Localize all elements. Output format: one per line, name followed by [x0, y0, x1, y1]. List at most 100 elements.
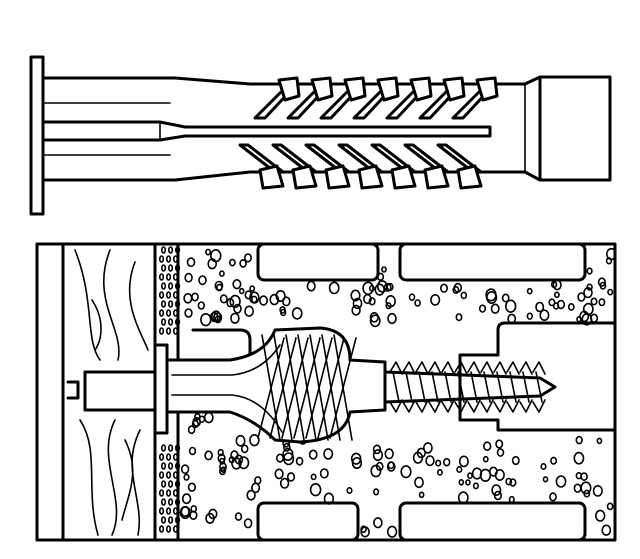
plaster-dot — [167, 300, 174, 308]
plaster-dot — [174, 516, 181, 524]
plaster-dot — [167, 282, 174, 290]
aggregate-dot — [376, 280, 388, 293]
wooden-batten — [61, 242, 149, 542]
aggregate-dot — [351, 456, 363, 469]
aggregate-dot — [352, 297, 363, 310]
aggregate-dot — [200, 313, 212, 327]
plaster-dot — [167, 498, 174, 506]
plaster-dot — [174, 480, 181, 488]
plug-lower-teeth — [238, 143, 483, 190]
aggregate-dot — [203, 411, 214, 424]
aggregate-dot — [219, 294, 228, 304]
aggregate-dot — [249, 285, 256, 292]
screw-thread — [389, 361, 546, 413]
thread-tooth — [519, 361, 533, 413]
plaster-dot — [158, 453, 165, 461]
aggregate-dot — [596, 437, 603, 445]
plaster-dot — [160, 318, 167, 326]
aggregate-dot — [258, 295, 268, 306]
aggregate-dot — [435, 459, 442, 467]
thread-tooth — [402, 361, 416, 413]
thread-tooth — [389, 361, 403, 413]
aggregate-dot — [220, 466, 227, 474]
plaster-dot — [174, 300, 181, 308]
plaster-dot — [167, 480, 174, 488]
plaster-dot — [167, 516, 174, 524]
plaster-dot — [158, 525, 165, 533]
aggregate-dot — [605, 247, 617, 261]
aggregate-dot — [594, 509, 606, 522]
plaster-dot — [174, 282, 181, 290]
aggregate-dot — [280, 308, 287, 317]
aggregate-dot — [229, 294, 241, 309]
aggregate-dot — [478, 304, 487, 313]
plaster-dot — [165, 489, 172, 497]
aggregate-dot — [309, 483, 322, 497]
plug-tooth-lower — [370, 143, 417, 174]
plaster-dot — [158, 255, 165, 263]
thread-tooth — [480, 361, 494, 413]
aggregate-dot — [323, 492, 335, 505]
aggregate-dot — [577, 292, 586, 302]
plug-barb-upper — [277, 76, 301, 102]
aggregate-dot — [191, 292, 199, 302]
aggregate-dot — [590, 313, 599, 323]
plug-body-outline — [41, 75, 612, 182]
aggregate-dot — [490, 303, 500, 314]
aggregate-dot — [552, 279, 562, 291]
aggregate-dot — [369, 314, 381, 328]
aggregate-dot — [350, 452, 362, 465]
aggregate-dot — [526, 312, 533, 320]
aggregate-dot — [554, 291, 560, 299]
aggregate-dot — [188, 446, 197, 456]
aggregate-dot — [218, 270, 225, 277]
aggregate-dot — [607, 288, 614, 296]
aggregate-dot — [295, 456, 304, 466]
aggregate-dot — [590, 297, 598, 306]
aggregate-dot — [310, 473, 317, 481]
aggregate-dot — [586, 283, 593, 291]
plaster-dot — [165, 291, 172, 299]
plaster-dot — [165, 507, 172, 515]
installed-plug-teeth — [257, 334, 357, 441]
aggregate-dot — [204, 450, 213, 461]
plug-barb-upper — [409, 76, 433, 102]
plug-barb-upper — [343, 76, 367, 102]
aggregate-dot — [386, 525, 398, 538]
aggregate-dot — [217, 453, 226, 464]
aggregate-dot — [244, 290, 253, 300]
brick-aggregate-dots — [179, 247, 617, 538]
aggregate-dot — [508, 495, 515, 504]
plug-barb-upper — [376, 76, 400, 102]
aggregate-dot — [494, 468, 505, 481]
aggregate-dot — [187, 482, 196, 492]
plug-tooth-lower — [238, 143, 285, 174]
plaster-dot — [172, 327, 179, 335]
plug-barb-lower — [324, 164, 351, 190]
installed-tooth-line — [329, 337, 357, 439]
aggregate-dot — [550, 280, 558, 289]
plug-barb-lower — [258, 164, 285, 190]
screw — [66, 326, 557, 444]
aggregate-dot — [181, 493, 192, 505]
aggregate-dot — [274, 468, 284, 480]
aggregate-dot — [598, 298, 606, 307]
plug-tooth-lower — [337, 143, 384, 174]
aggregate-dot — [205, 248, 212, 256]
plug-central-slot — [41, 120, 492, 142]
aggregate-dot — [205, 512, 215, 524]
wall-plug-side-view — [29, 55, 612, 216]
screw-shank-outer — [83, 370, 162, 412]
installed-tooth-line — [317, 337, 345, 439]
aggregate-dot — [576, 316, 582, 323]
aggregate-dot — [381, 266, 387, 273]
plaster-dots — [158, 246, 181, 533]
aggregate-dot — [573, 451, 585, 465]
aggregate-dot — [186, 257, 196, 268]
aggregate-dot — [210, 249, 222, 263]
screw-thread-core — [383, 370, 557, 404]
plaster-dot — [172, 453, 179, 461]
plaster-dot — [160, 444, 167, 452]
aggregate-dot — [452, 285, 460, 294]
